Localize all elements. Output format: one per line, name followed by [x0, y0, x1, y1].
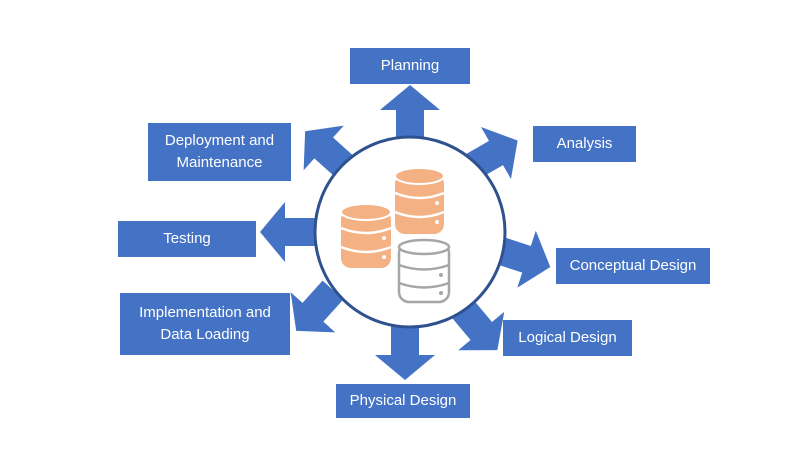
stage-deployment: Deployment and Maintenance [148, 123, 291, 181]
stage-physical-design: Physical Design [336, 384, 470, 418]
stage-planning: Planning [350, 48, 470, 84]
stage-implementation: Implementation and Data Loading [120, 293, 290, 355]
arrow-to-physical-design [375, 325, 435, 380]
stage-conceptual-design: Conceptual Design [556, 248, 710, 284]
database-stack-icon [340, 167, 451, 304]
database-orange-right-icon [394, 167, 445, 234]
arrow-to-implementation [290, 280, 344, 333]
stage-testing: Testing [118, 221, 256, 257]
arrow-to-conceptual-design [493, 230, 551, 288]
arrow-to-planning [380, 85, 440, 140]
stage-logical-design: Logical Design [503, 320, 632, 356]
arrow-to-testing [260, 202, 315, 262]
database-orange-left-icon [340, 203, 392, 268]
database-gray-icon [397, 238, 451, 304]
arrow-to-logical-design [451, 299, 505, 351]
stage-analysis: Analysis [533, 126, 636, 162]
